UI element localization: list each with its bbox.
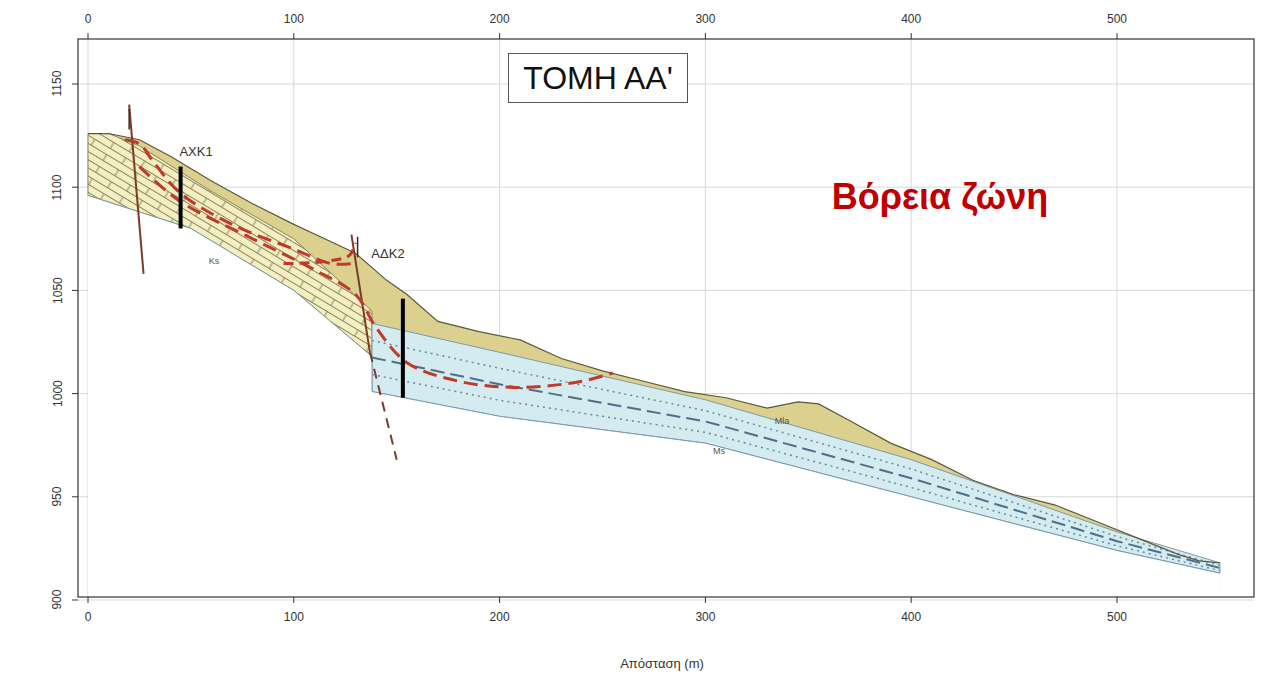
tick-mark (72, 496, 78, 497)
tick-mark (72, 600, 78, 601)
tick-mark (88, 597, 89, 603)
title-box: ΤΟΜΗ ΑΑ' (508, 53, 688, 104)
tick-mark (911, 597, 912, 603)
axis-title: Απόσταση (m) (620, 657, 704, 671)
axis-tick-label: 100 (284, 611, 304, 624)
tick-mark (293, 33, 294, 39)
geology (88, 105, 1220, 597)
plot-frame (78, 39, 1254, 597)
axis-tick-label: 950 (51, 487, 64, 507)
unit-label: Ks (209, 257, 220, 267)
tick-mark (72, 393, 78, 394)
tick-mark (1117, 597, 1118, 603)
fault-arrow (128, 109, 130, 130)
axes (72, 33, 1254, 603)
unit-label: Mla (775, 417, 790, 427)
tick-mark (705, 597, 706, 603)
borehole (179, 167, 183, 229)
tick-mark (499, 33, 500, 39)
grid-line (78, 187, 1254, 188)
borehole (401, 299, 405, 398)
zone-label: Βόρεια ζώνη (832, 177, 1048, 217)
tick-mark (1117, 33, 1118, 39)
borehole-label: ΑΔΚ2 (371, 247, 404, 261)
axis-tick-label: 500 (1107, 13, 1127, 26)
axis-tick-label: 0 (85, 611, 92, 624)
tick-mark (72, 84, 78, 85)
fault-line (370, 352, 397, 459)
axis-tick-label: 300 (695, 13, 715, 26)
grid-line (78, 600, 1254, 601)
axis-tick-label: 200 (490, 13, 510, 26)
slip-surface (284, 243, 356, 264)
unit-label: Ms (713, 447, 725, 457)
colluvium-layer (88, 134, 1220, 597)
axis-tick-label: 900 (51, 590, 64, 610)
axis-tick-label: 200 (490, 611, 510, 624)
fault-line (129, 105, 143, 274)
axis-tick-label: 500 (1107, 611, 1127, 624)
title-text: ΤΟΜΗ ΑΑ' (523, 60, 673, 97)
tick-mark (911, 33, 912, 39)
axis-tick-label: 0 (85, 13, 92, 26)
axis-tick-label: 300 (695, 611, 715, 624)
axis-tick-label: 1050 (51, 277, 64, 304)
axis-tick-label: 1100 (51, 174, 64, 200)
axis-tick-label: 100 (284, 13, 304, 26)
tick-mark (72, 187, 78, 188)
tick-mark (499, 597, 500, 603)
tick-mark (88, 33, 89, 39)
axis-tick-label: 400 (901, 611, 921, 624)
tick-mark (293, 597, 294, 603)
ground-below (88, 195, 1220, 597)
tick-mark (72, 290, 78, 291)
tick-mark (705, 33, 706, 39)
slip-surface (139, 167, 612, 388)
grid-line (1117, 39, 1118, 597)
axis-tick-label: 1150 (51, 71, 64, 97)
slip-surface (125, 140, 351, 264)
axis-tick-label: 1000 (51, 380, 64, 407)
axis-tick-label: 400 (901, 13, 921, 26)
fault-arrow (357, 237, 359, 258)
borehole-label: ΑΧΚ1 (179, 145, 212, 159)
ground-surface (88, 134, 1220, 563)
fault-line (351, 235, 370, 353)
